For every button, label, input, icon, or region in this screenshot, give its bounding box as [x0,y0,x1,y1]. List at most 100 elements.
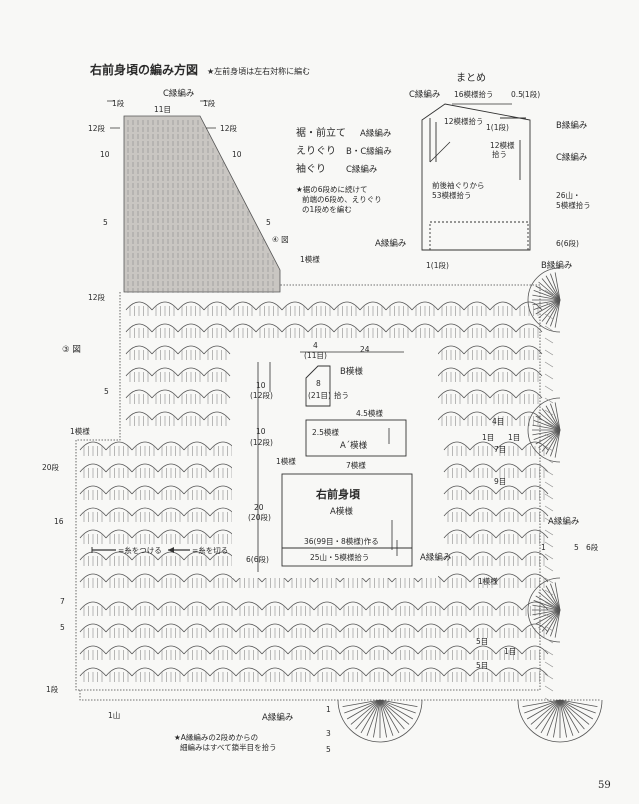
scallop-mark [177,411,205,421]
fan-stitch [379,699,394,736]
side-r20: 20段 [42,462,60,472]
scallop-mark [443,507,471,517]
scallop-mark [79,551,107,561]
scallop-mark [307,323,335,333]
stitch-mark [544,661,554,668]
schem-a-prime: A´模様 [340,440,368,451]
scallop-mark [157,645,185,655]
neck-r10-left: 10 [100,150,110,159]
scallop-mark [151,301,179,311]
scallop-mark [469,573,497,583]
bottom-a-edge: A縁編み [262,712,294,723]
fan-stitch [379,699,405,730]
figure-3-label: ③ 図 [62,345,81,355]
fan-stitch [559,699,574,736]
schem-panel-pattern: A模様 [330,506,353,517]
stitch-mark [544,469,554,476]
neck-r5-left: 5 [103,218,108,227]
scallop-mark [443,441,471,451]
scallop-mark [417,623,445,633]
scallop-mark [515,323,543,333]
scallop-mark [105,667,133,677]
fan-stitch [550,403,561,431]
fan-edge [517,699,603,743]
scallop-mark [463,367,491,377]
fan-stitch [538,411,561,431]
scallop-mark [131,485,159,495]
scallop-mark [157,529,185,539]
scallop-mark [281,323,309,333]
scallop-mark [417,645,445,655]
fan-stitch [559,699,580,734]
scallop-mark [203,367,231,377]
scallop-mark [469,441,497,451]
scallop-mark [261,601,289,611]
schem-h10a: 10 [256,381,266,390]
neck-r10-right: 10 [232,150,242,159]
scallop-mark [261,667,289,677]
scallop-mark [391,667,419,677]
scallop-mark [411,323,439,333]
side-r6: 6段 [586,542,599,552]
symbol-key: =糸をつける =糸を切る [91,545,228,555]
stitch-mark [544,589,554,596]
stitch-mark [544,373,554,380]
stitch-mark [544,385,554,392]
fan-stitch [550,429,561,457]
scallop-mark [203,389,231,399]
scallop-mark [157,485,185,495]
schem-r12a: (12段) [250,390,273,400]
fan-stitch [535,595,561,611]
scallop-mark [125,345,153,355]
bottom-s1: 1 [326,705,331,714]
scallop-mark [131,573,159,583]
schematic: 4 (11目) 24 B模様 8 (21目) 拾う 10 (12段) 4.5模様… [232,341,452,578]
stitch-mark [544,301,554,308]
bottom-edge [79,690,600,701]
scallop-mark [469,667,497,677]
stitch-mark [544,421,554,428]
scallop-mark [495,485,523,495]
scallop-mark [463,301,491,311]
scallop-mark [443,623,471,633]
scallop-mark [469,463,497,473]
stitch-mark [544,553,554,560]
side-r1c: 1目 [504,647,516,656]
bottom-note-2: 細編みはすべて鎖半目を拾う [180,742,277,752]
scallop-mark [131,441,159,451]
schem-r20: (20段) [248,512,271,522]
scallop-mark [313,645,341,655]
fan-stitch [559,699,590,725]
scallop-mark [281,301,309,311]
side-p1-left: 1模様 [70,426,90,436]
scallop-mark [495,529,523,539]
stitch-mark [544,313,554,320]
scallop-mark [105,485,133,495]
stitch-mark [544,349,554,356]
stitch-mark [544,637,554,644]
scallop-mark [177,323,205,333]
scallop-mark [79,573,107,583]
fan-stitch [554,609,561,638]
fan-stitch [532,604,561,611]
scallop-mark [489,411,517,421]
fan-stitch [344,699,381,714]
scallop-mark [391,645,419,655]
scallop-mark [183,601,211,611]
side-r5d: 5目 [476,661,488,670]
scallop-mark [125,301,153,311]
scallop-mark [443,485,471,495]
schem-w24: 24 [360,345,370,354]
fan-stitch [559,699,594,720]
fan-stitch [540,699,561,734]
scallop-mark [437,323,465,333]
summary-title: まとめ [456,72,486,84]
scallop-mark [443,463,471,473]
side-r1: 1段 [46,684,59,694]
stitch-mark [544,445,554,452]
scallop-mark [443,551,471,561]
neck-r12-right: 12段 [220,123,238,133]
fan-stitch [538,299,561,319]
scallop-mark [495,551,523,561]
summary-armhole: 前後袖ぐりから [432,180,485,190]
